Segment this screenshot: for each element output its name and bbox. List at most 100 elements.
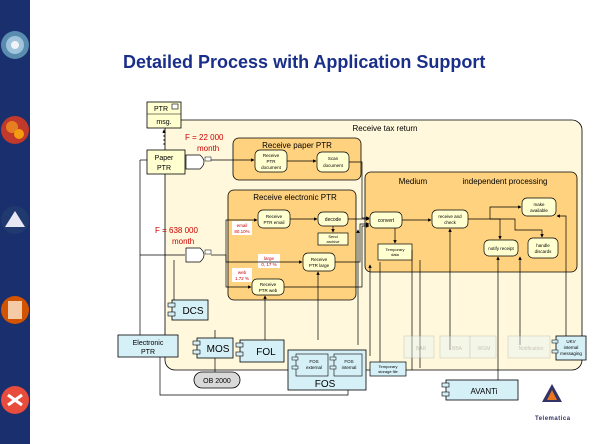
task-handle-discards-l2: discards xyxy=(535,249,553,254)
sidebar-photo-3 xyxy=(0,205,30,235)
share-web-box xyxy=(232,268,252,282)
system-avanti-label: AVANTi xyxy=(471,387,498,396)
outer-process-label: Receive tax return xyxy=(353,124,418,133)
system-ob2000-label: OB 2000 xyxy=(203,378,231,385)
system-ob2000: OB 2000 xyxy=(193,371,241,389)
system-ghost-2: BBA xyxy=(452,346,463,352)
flow-arrows xyxy=(211,158,544,289)
system-temp-storage: Temporary storage file xyxy=(369,361,407,377)
task-scan-document-l2: document xyxy=(323,163,344,168)
system-ukv-l2: internal xyxy=(564,345,579,350)
task-receive-ptr-email-l2: PTR email xyxy=(263,220,284,225)
task-make-available-l2: available xyxy=(530,208,548,213)
task-notify-receipt-label: notify receipt xyxy=(488,246,514,251)
share-email-l2: 80.10% xyxy=(234,229,249,234)
task-receive-ptr-large xyxy=(302,252,336,272)
system-mos-label: MOS xyxy=(207,344,230,355)
task-receive-ptr-document-l2: PTR xyxy=(267,159,277,164)
task-send-archive xyxy=(317,232,349,246)
freq-paper-line1: F = 22 000 xyxy=(185,133,224,142)
system-ukv-l1: UKV xyxy=(566,339,575,344)
system-mos: MOS xyxy=(192,337,234,359)
slide-title: Detailed Process with Application Suppor… xyxy=(123,52,486,72)
system-avanti: AVANTi xyxy=(441,379,519,401)
system-temp-storage-l2: storage file xyxy=(378,369,398,374)
task-send-archive-l2: archive xyxy=(327,239,341,244)
task-receive-ptr-document-l3: document xyxy=(261,165,282,170)
system-dcs: DCS xyxy=(167,299,209,321)
task-temp-data-l2: data xyxy=(391,252,400,257)
task-receive-ptr-email-l1: Receive xyxy=(266,214,283,219)
system-ghost-4: Notification xyxy=(519,346,544,352)
task-notify-receipt xyxy=(483,239,519,257)
paper-ptr-bottom: PTR xyxy=(157,165,171,172)
task-handle-discards xyxy=(527,237,559,259)
task-make-available-l1: make xyxy=(533,202,545,207)
task-receive-ptr-email xyxy=(257,209,291,229)
system-ukv: UKV internal messaging xyxy=(551,335,587,361)
system-ghost-row: BAR BBA WGM Notification xyxy=(403,335,551,359)
system-electronic-ptr: Electronic PTR xyxy=(117,334,179,358)
sidebar-decoration xyxy=(0,0,30,444)
task-send-archive-l1: Send xyxy=(328,234,337,239)
electronic-group-label: Receive electronic PTR xyxy=(253,193,337,202)
task-receive-ptr-web-l2: PTR web xyxy=(259,288,278,293)
share-web-l2: 1.72 % xyxy=(235,276,249,281)
sidebar-photo-2 xyxy=(0,115,30,145)
system-fos: FOS FOS external FOS internal xyxy=(287,349,367,391)
task-receive-ptr-large-l1: Receive xyxy=(311,257,328,262)
ptr-msg-bottom: msg. xyxy=(156,119,171,126)
logo-text: Telematica xyxy=(535,416,571,422)
task-temp-data-l1: Temporary xyxy=(386,247,405,252)
share-large-box xyxy=(258,254,280,268)
envelope-icon xyxy=(171,103,179,110)
system-electronic-ptr-l2: PTR xyxy=(141,349,155,356)
task-scan-document-l1: Scan xyxy=(328,156,339,161)
system-dcs-label: DCS xyxy=(182,306,203,317)
task-receive-and-check-l1: receive and xyxy=(438,214,462,219)
system-electronic-ptr-l1: Electronic xyxy=(133,340,164,347)
share-email-l1: email xyxy=(237,223,248,228)
sidebar-photo-4 xyxy=(0,295,30,325)
task-convert-label: convert xyxy=(378,218,395,224)
share-web-l1: web xyxy=(238,270,247,275)
system-ghost-3: WGM xyxy=(478,346,491,352)
system-fos-internal-l1: FOS xyxy=(344,359,353,364)
system-ghost-1: BAR xyxy=(416,346,427,352)
sidebar-photo-1 xyxy=(0,30,30,60)
task-decode-label: decode xyxy=(325,217,342,223)
task-make-available xyxy=(521,197,557,217)
medium-group-label-left: Medium xyxy=(399,177,428,186)
task-receive-ptr-web-l1: Receive xyxy=(260,282,277,287)
task-receive-and-check-l2: check xyxy=(444,220,457,225)
paper-ptr-top: Paper xyxy=(155,155,174,162)
electronic-event-shape xyxy=(185,247,205,263)
system-fol: FOL xyxy=(235,339,285,363)
telematica-logo xyxy=(542,384,562,402)
paper-ptr-box xyxy=(146,149,186,175)
system-fol-label: FOL xyxy=(256,347,276,358)
share-large-l1: large xyxy=(264,256,275,261)
paper-event-shape xyxy=(185,154,205,170)
task-receive-ptr-document-l1: Receive xyxy=(263,153,280,158)
task-scan-document xyxy=(316,151,350,173)
system-fos-internal-l2: internal xyxy=(342,365,357,370)
task-handle-discards-l1: handle xyxy=(536,243,550,248)
share-large-l2: 0, 17 % xyxy=(261,262,276,267)
sidebar-photo-5 xyxy=(0,385,30,415)
task-receive-and-check xyxy=(431,209,469,229)
ptr-msg-top: PTR xyxy=(154,106,168,113)
system-fos-label: FOS xyxy=(315,379,336,390)
share-email-box xyxy=(232,221,252,235)
sidebar-divider xyxy=(30,0,33,444)
system-fos-external-l2: external xyxy=(306,365,322,370)
system-fos-external-l1: FOS xyxy=(309,359,318,364)
medium-group xyxy=(364,171,578,273)
freq-electronic-line1: F = 638 000 xyxy=(155,226,198,235)
system-ukv-l3: messaging xyxy=(560,351,582,356)
task-receive-ptr-large-l2: PTR large xyxy=(309,263,330,268)
system-temp-storage-l1: Temporary xyxy=(379,364,398,369)
paper-group-label: Receive paper PTR xyxy=(262,141,332,150)
freq-electronic-line2: month xyxy=(172,237,194,246)
